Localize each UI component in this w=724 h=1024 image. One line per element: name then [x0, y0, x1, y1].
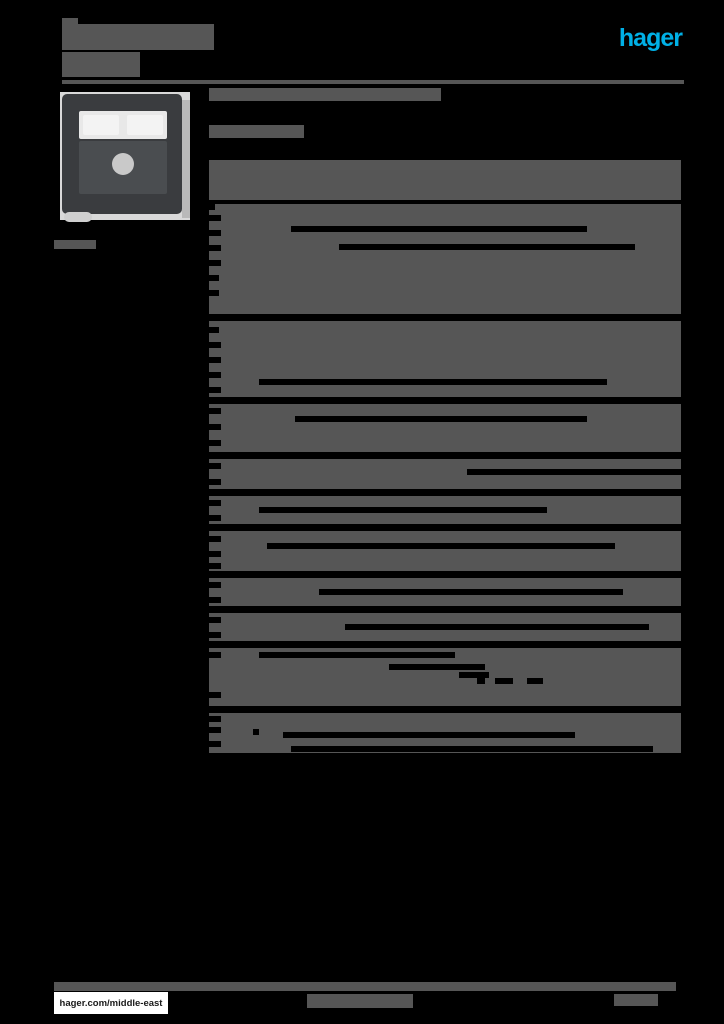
value-leader — [209, 387, 221, 393]
label-notch — [209, 215, 221, 221]
row-separator — [209, 290, 219, 296]
spec-block-range — [209, 404, 681, 452]
product-description-redacted — [209, 88, 441, 101]
value-leader — [209, 357, 221, 363]
block-gap — [209, 489, 681, 496]
block-gap — [209, 571, 681, 578]
label-notch — [209, 563, 221, 569]
label-notch — [209, 632, 221, 638]
label-notch — [209, 515, 221, 521]
content-column — [209, 88, 681, 753]
label-notch — [209, 551, 221, 557]
value-leader — [209, 372, 221, 378]
block-gap — [209, 397, 681, 404]
value-leader — [209, 342, 221, 348]
label-notch — [209, 727, 221, 733]
page-title — [62, 18, 684, 86]
sensor-lens-left — [83, 115, 119, 135]
value-leader — [319, 589, 623, 595]
label-notch — [209, 597, 221, 603]
value-marker — [253, 729, 259, 735]
hager-logo-text: hager — [618, 23, 683, 52]
label-notch — [209, 692, 221, 698]
footer-center-redacted — [307, 994, 413, 1008]
label-notch — [209, 275, 219, 281]
label-notch — [209, 424, 221, 430]
sensor-lens-right — [127, 115, 163, 135]
title-line-1-redacted — [62, 18, 78, 24]
product-image — [56, 90, 196, 225]
title-underline — [62, 80, 684, 84]
label-notch — [209, 463, 221, 469]
product-image-shadow — [182, 100, 190, 218]
title-line-2-redacted — [62, 52, 140, 77]
footer-url-text: hager.com/middle-east — [59, 997, 163, 1009]
block-gap — [209, 314, 681, 321]
spec-block-packaging — [209, 713, 681, 753]
motion-detector-body — [62, 94, 182, 214]
sensor-button-icon — [112, 153, 134, 175]
spec-block-dimensions — [209, 613, 681, 641]
label-notch — [209, 260, 221, 266]
value-leader — [295, 416, 587, 422]
page-header: hager — [0, 0, 724, 84]
value-leader — [259, 379, 607, 385]
label-notch — [209, 617, 221, 623]
value-leader — [291, 226, 587, 232]
label-notch — [209, 582, 221, 588]
label-notch — [209, 500, 221, 506]
block-gap — [209, 606, 681, 613]
cert-mark-gap — [477, 678, 485, 684]
spec-block-ambient — [209, 496, 681, 524]
label-notch — [209, 245, 221, 251]
value-leader — [209, 327, 219, 333]
value-leader — [345, 624, 649, 630]
value-leader — [259, 507, 547, 513]
label-notch — [209, 536, 221, 542]
spec-block-certification — [209, 648, 681, 706]
block-gap — [209, 524, 681, 531]
page-footer: hager.com/middle-east — [0, 978, 724, 1024]
spec-block-technical — [209, 204, 681, 314]
value-leader — [389, 664, 485, 670]
label-notch — [209, 479, 221, 485]
leader-line — [209, 204, 215, 210]
product-reference-redacted — [209, 125, 304, 138]
hager-logo: hager — [590, 23, 683, 52]
footer-url-link[interactable]: hager.com/middle-east — [54, 992, 168, 1014]
value-leader — [283, 732, 575, 738]
cert-mark-gap — [495, 678, 513, 684]
label-notch — [209, 408, 221, 414]
label-notch — [209, 230, 221, 236]
spec-block-supply — [209, 459, 681, 489]
spec-block-protection — [209, 531, 681, 571]
sensor-lower-panel — [79, 141, 167, 194]
spec-section-header — [209, 160, 681, 200]
block-gap — [209, 706, 681, 713]
product-caption-redacted — [54, 240, 96, 249]
product-clip-detail — [64, 212, 92, 222]
value-leader — [291, 746, 653, 752]
sensor-lens-strip — [79, 111, 167, 139]
footer-page-number-redacted — [614, 994, 658, 1006]
label-notch — [209, 716, 221, 722]
value-leader — [467, 469, 681, 475]
value-leader — [339, 244, 635, 250]
block-gap — [209, 452, 681, 459]
block-gap — [209, 641, 681, 648]
label-notch — [209, 440, 221, 446]
footer-rule — [54, 982, 676, 991]
title-line-1b-redacted — [62, 24, 214, 50]
value-leader — [459, 672, 489, 678]
label-notch — [209, 741, 221, 747]
spec-block-technical-cont — [209, 321, 681, 397]
cert-mark-gap — [527, 678, 543, 684]
value-leader — [259, 652, 455, 658]
label-notch — [209, 652, 221, 658]
value-leader — [267, 543, 615, 549]
spec-block-connection — [209, 578, 681, 606]
